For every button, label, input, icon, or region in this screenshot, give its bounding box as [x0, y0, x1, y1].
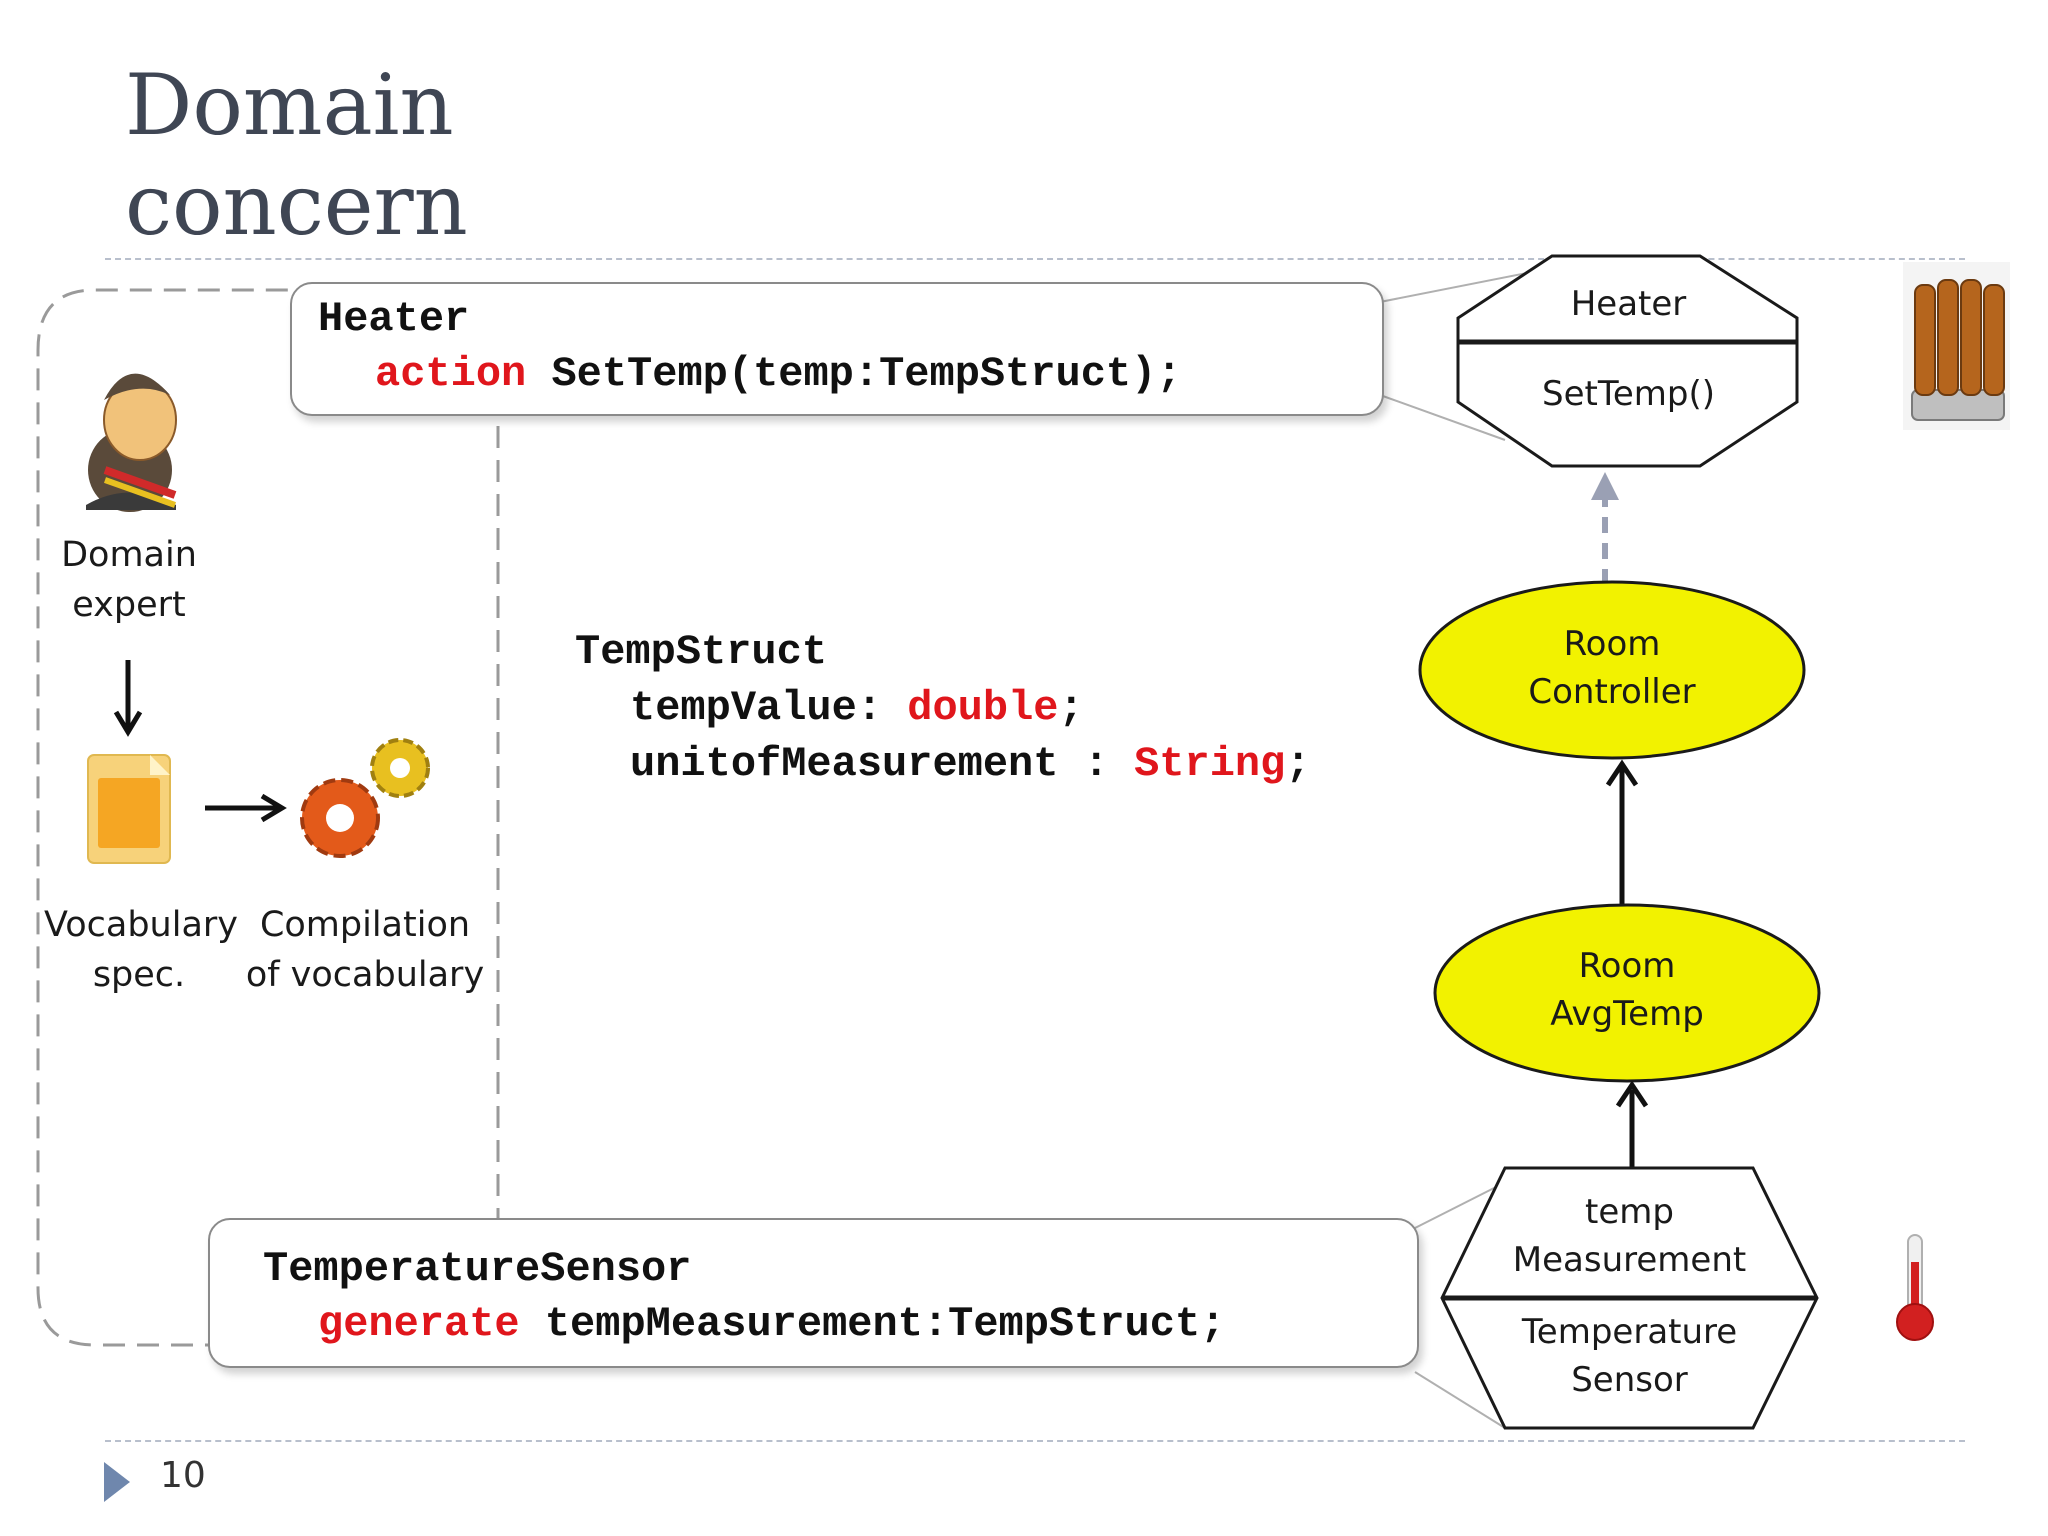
sensor-generate-signature: tempMeasurement:TempStruct; [519, 1300, 1226, 1348]
tempstruct-field-1: tempValue: double; [630, 684, 1084, 732]
sensor-code-box [208, 1218, 1419, 1368]
heater-code-name: Heater [318, 295, 470, 343]
top-divider [105, 258, 1965, 260]
arrow-sensor-to-avg-head [1615, 1080, 1649, 1108]
heater-action-keyword: action [375, 350, 527, 398]
domain-expert-icon [86, 373, 177, 512]
unit-field: unitofMeasurement : [630, 740, 1135, 788]
arrow-avg-to-controller-head [1605, 759, 1639, 787]
semicolon-1: ; [1058, 684, 1084, 732]
compilation-label: Compilation of vocabulary [245, 905, 485, 995]
document-icon [87, 754, 171, 864]
sensor-generate-keyword: generate [318, 1300, 520, 1348]
room-controller-label: Room Controller [1528, 624, 1696, 712]
gears-icon [300, 738, 430, 858]
slide-marker-icon [104, 1462, 130, 1502]
room-controller-ellipse [1418, 580, 1806, 760]
tempstruct-field-2: unitofMeasurement : String; [630, 740, 1311, 788]
sensor-node-title: Temperature Sensor [1521, 1312, 1738, 1400]
string-type: String [1134, 740, 1286, 788]
page-number: 10 [160, 1455, 206, 1496]
sensor-code-line: generate tempMeasurement:TempStruct; [318, 1300, 1225, 1348]
heater-connector-bottom [1379, 394, 1506, 441]
heater-action-signature: SetTemp(temp:TempStruct); [526, 350, 1182, 398]
tempstruct-name: TempStruct [575, 628, 828, 676]
vocabulary-spec-label: Vocabulary spec. [44, 905, 239, 995]
heater-code-line: action SetTemp(temp:TempStruct); [375, 350, 1182, 398]
thermometer-icon [1896, 1234, 1934, 1341]
room-avgtemp-ellipse [1433, 903, 1821, 1083]
heater-code-box [290, 282, 1384, 416]
heater-node-title: Heater [1570, 284, 1687, 324]
heater-octagon [1456, 254, 1799, 468]
sensor-connector-top [1414, 1184, 1501, 1229]
sensor-connector-bottom [1414, 1371, 1506, 1429]
sensor-code-name: TemperatureSensor [263, 1245, 692, 1293]
slide-title: Domain concern [125, 56, 468, 254]
arrow-expert-to-vocab-head [113, 710, 143, 737]
domain-expert-label: Domain expert [61, 535, 197, 625]
tempvalue-field: tempValue: [630, 684, 908, 732]
sensor-node-source: temp Measurement [1512, 1192, 1747, 1280]
arrow-vocab-to-compile-head [260, 793, 287, 823]
room-avgtemp-label: Room AvgTemp [1550, 946, 1704, 1034]
vocabulary-region-outline [36, 288, 500, 1347]
semicolon-2: ; [1285, 740, 1311, 788]
double-type: double [907, 684, 1059, 732]
radiator-icon [1903, 262, 2010, 430]
dashed-arrow-head [1591, 472, 1619, 500]
bottom-divider [105, 1440, 1965, 1442]
heater-node-operation: SetTemp() [1542, 374, 1715, 414]
